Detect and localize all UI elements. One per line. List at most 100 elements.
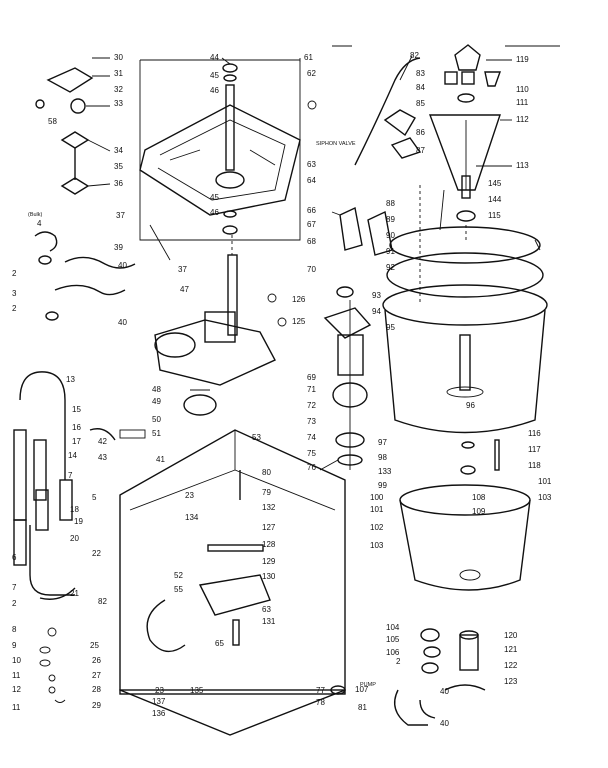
fitting-15: [89, 428, 116, 441]
label-89: 89: [386, 215, 395, 224]
label-135: 135: [190, 686, 204, 695]
label-100: 100: [370, 493, 384, 502]
label-87: 87: [416, 146, 425, 155]
hose-121-top: [459, 630, 479, 640]
tub-drain: [459, 569, 481, 581]
washer-45b: [223, 210, 237, 218]
label-48: 48: [152, 385, 161, 394]
plate-rib-2: [249, 149, 276, 166]
center-right-parts: [267, 57, 422, 695]
part-111: [457, 93, 475, 103]
part-105: [423, 646, 441, 658]
label-137: 137: [152, 697, 166, 706]
basket-drive: [446, 386, 484, 398]
label-130: 130: [262, 572, 276, 581]
agitator-cap-119: [454, 44, 481, 71]
label-12: 12: [12, 685, 21, 694]
label-85: 85: [416, 99, 425, 108]
label-50: 50: [152, 415, 161, 424]
hoses-left: [13, 371, 146, 703]
part-9: [39, 646, 51, 654]
label-75: 75: [307, 449, 316, 458]
part-110: [484, 71, 501, 87]
tub-cover-91: [386, 252, 544, 298]
label-121: 121: [504, 645, 518, 654]
label-88a: 88: [386, 199, 395, 208]
label-7b: 7: [12, 583, 17, 592]
label-83: 83: [416, 69, 425, 78]
label-37a: 37: [116, 211, 125, 220]
label-26: 26: [92, 656, 101, 665]
label-51: 51: [152, 429, 161, 438]
hose-7a: [59, 479, 73, 521]
clamp-2b: [45, 311, 59, 321]
transmission-group: [154, 254, 276, 416]
label-20: 20: [70, 534, 79, 543]
label-65: 65: [215, 639, 224, 648]
bracket-31: [46, 67, 94, 93]
part-97: [461, 441, 475, 449]
label-80: 80: [262, 468, 271, 477]
label-133: 133: [378, 467, 392, 476]
label-95: 95: [386, 323, 395, 332]
label-7a: 7: [68, 471, 73, 480]
cabinet-frame: [119, 429, 346, 736]
hose-5: [35, 489, 49, 531]
label-63: 63: [262, 605, 271, 614]
outer-tub-rim: [399, 484, 531, 516]
label-4-note: (Bulk): [28, 212, 43, 218]
label-23b: 23: [155, 686, 164, 695]
label-66: 66: [307, 206, 316, 215]
part-115: [456, 210, 476, 222]
label-47: 47: [180, 285, 189, 294]
label-36: 36: [114, 179, 123, 188]
outer-tub-103: [399, 499, 531, 591]
hose-6: [13, 519, 27, 566]
label-63b: 63: [307, 160, 316, 169]
label-32: 32: [114, 85, 123, 94]
hose-13: [19, 371, 66, 480]
motor-assembly-55: [146, 599, 186, 653]
label-2d: 2: [396, 657, 401, 666]
bolt-116: [494, 439, 500, 471]
cap-33: [70, 98, 86, 114]
label-29: 29: [92, 701, 101, 710]
label-39: 39: [114, 243, 123, 252]
label-94: 94: [372, 307, 381, 316]
part-12: [48, 686, 56, 694]
label-103a: 103: [370, 541, 384, 550]
label-40a: 40: [118, 261, 127, 270]
cover-94: [323, 307, 372, 339]
label-2c: 2: [12, 599, 17, 608]
label-42: 42: [98, 437, 107, 446]
label-2b: 2: [12, 304, 17, 313]
label-144: 144: [488, 195, 502, 204]
label-97: 97: [378, 438, 387, 447]
label-115: 115: [488, 211, 501, 220]
label-45b: 45: [210, 193, 219, 202]
label-58: 58: [48, 117, 57, 126]
part-83b: [461, 71, 475, 85]
part-58: [35, 99, 45, 109]
leader-76: [319, 459, 339, 471]
label-112: 112: [516, 115, 529, 124]
label-111: 111: [516, 98, 529, 107]
label-2a: 2: [12, 269, 17, 278]
label-19: 19: [74, 517, 83, 526]
label-105: 105: [386, 635, 400, 644]
label-46b: 46: [210, 208, 219, 217]
label-45a: 45: [210, 71, 219, 80]
label-35: 35: [114, 162, 123, 171]
label-82: 82: [98, 597, 107, 606]
label-14: 14: [68, 451, 77, 460]
label-106: 106: [386, 648, 400, 657]
shaft-hub: [215, 171, 245, 189]
label-101a: 101: [370, 505, 384, 514]
hose-14: [33, 439, 47, 501]
label-122: 122: [504, 661, 518, 670]
label-118: 118: [528, 461, 541, 470]
label-125: 125: [292, 317, 306, 326]
label-16: 16: [72, 423, 81, 432]
label-siphon-valve: SIPHON VALVE: [316, 141, 356, 147]
